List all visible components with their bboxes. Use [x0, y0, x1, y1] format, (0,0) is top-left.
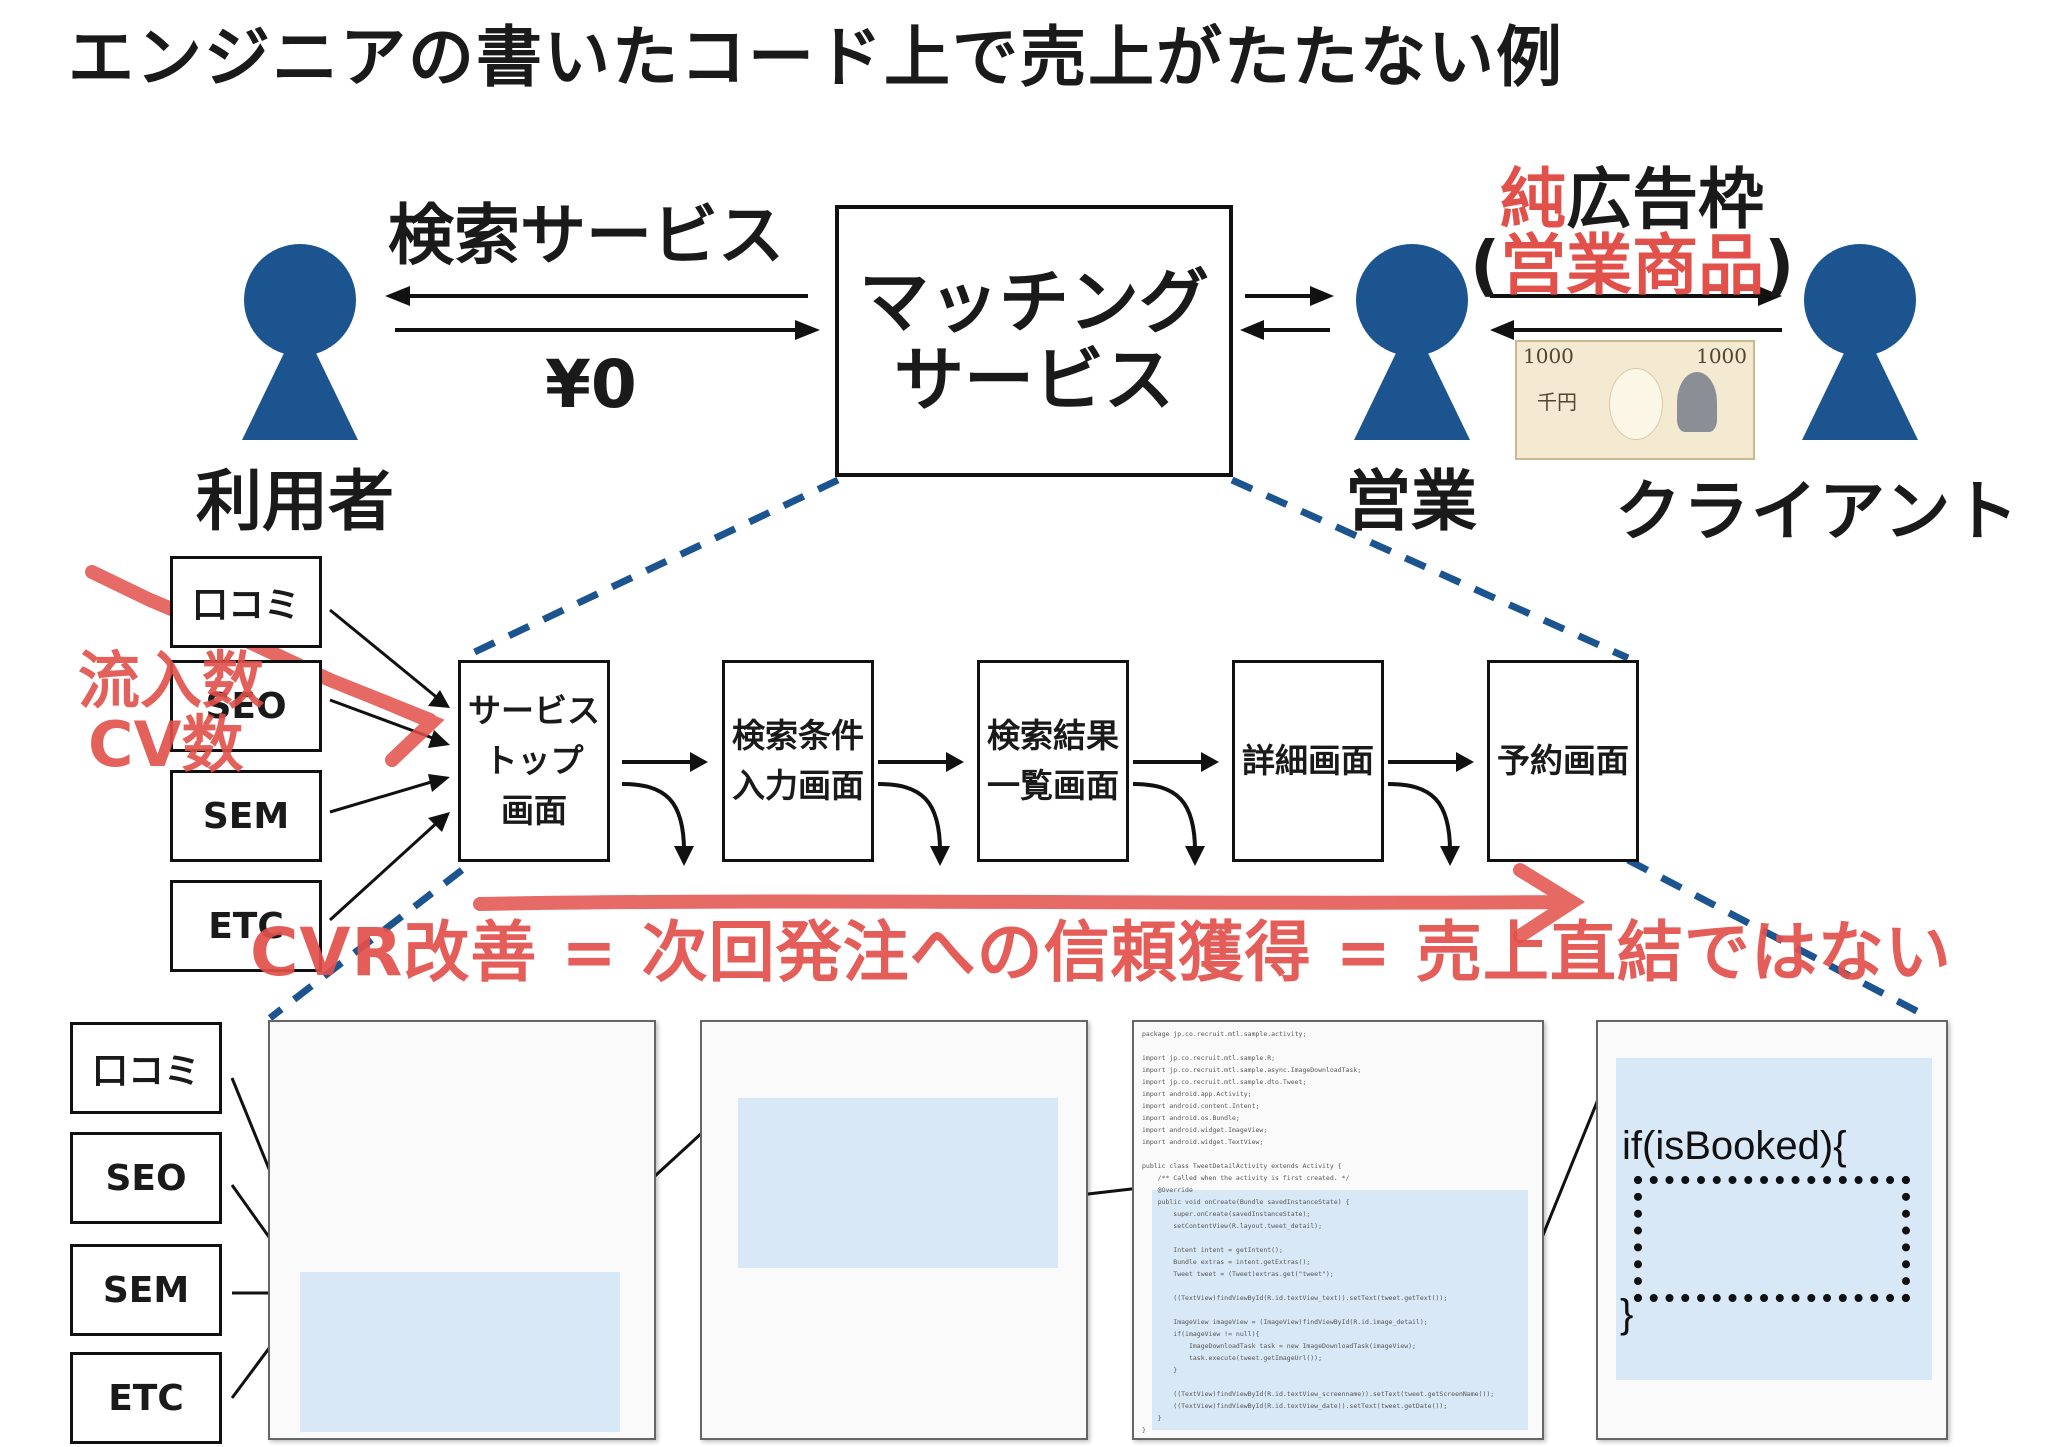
code-highlight	[738, 1098, 1058, 1268]
source-label: 口コミ	[191, 585, 300, 626]
source-box-etc: ETC	[170, 880, 322, 972]
sales-person-icon	[1354, 244, 1470, 440]
page-title: エンジニアの書いたコード上で売上がたたない例	[68, 19, 1564, 96]
source-box-sem: SEM	[170, 770, 322, 862]
screen-search-results: 検索結果 一覧画面	[977, 660, 1129, 862]
sales-label: 営業	[1345, 463, 1477, 540]
paren-close: )	[1764, 227, 1795, 304]
cvr-banner: CVR改善 = 次回発注への信頼獲得 = 売上直結ではない	[250, 914, 1952, 991]
price-zero-label: ¥0	[545, 346, 637, 423]
source-label: ETC	[108, 1377, 184, 1419]
matching-service-box: マッチング サービス	[835, 205, 1233, 477]
code-panel-3: package jp.co.recruit.mtl.sample.activit…	[1132, 1020, 1544, 1440]
ad-slot-prefix: 純	[1500, 161, 1566, 238]
cv-annotation: CV数	[88, 708, 244, 781]
source-box-sem-2: SEM	[70, 1244, 222, 1336]
screen-label: 一覧画面	[987, 766, 1119, 805]
screen-label: 検索結果	[987, 716, 1119, 755]
banknote-label: 千円	[1537, 390, 1577, 414]
source-box-kuchikomi: 口コミ	[170, 556, 322, 648]
screen-reservation: 予約画面	[1487, 660, 1639, 862]
screen-label: 検索条件	[732, 716, 864, 755]
code-panel-1	[268, 1020, 656, 1440]
code-highlight	[1616, 1058, 1932, 1380]
source-label: SEO	[105, 1157, 187, 1199]
screen-search-input: 検索条件 入力画面	[722, 660, 874, 862]
matching-line1: マッチング	[859, 261, 1209, 343]
search-service-label: 検索サービス	[388, 197, 784, 274]
source-label: SEM	[202, 795, 290, 837]
client-person-icon	[1802, 244, 1918, 440]
source-box-seo: SEO	[170, 660, 322, 752]
if-booked-code: if(isBooked){	[1622, 1124, 1847, 1168]
banknote-value-right: 1000	[1696, 344, 1747, 368]
paren-open: (	[1470, 227, 1501, 304]
source-box-etc-2: ETC	[70, 1352, 222, 1444]
code-close-brace: }	[1620, 1292, 1634, 1336]
banknote-value-left: 1000	[1523, 344, 1574, 368]
screen-label: 予約画面	[1497, 741, 1629, 780]
screen-label: 詳細画面	[1242, 741, 1374, 780]
source-label: 口コミ	[91, 1051, 200, 1092]
ad-product-label: (営業商品)	[1470, 212, 1794, 308]
user-label: 利用者	[196, 463, 394, 540]
source-box-kuchikomi-2: 口コミ	[70, 1022, 222, 1114]
booked-dotted-box	[1634, 1176, 1910, 1302]
screen-detail: 詳細画面	[1232, 660, 1384, 862]
source-label: SEO	[205, 685, 287, 727]
inflow-annotation: 流入数	[78, 644, 265, 717]
code-highlight	[1152, 1190, 1528, 1430]
client-label: クライアント	[1615, 473, 2021, 550]
ad-slot-label: 純広告枠	[1500, 146, 1764, 242]
code-panel-4: if(isBooked){ }	[1596, 1020, 1948, 1440]
ad-slot-text: 広告枠	[1566, 161, 1764, 238]
screen-label: 画面	[501, 791, 567, 830]
banknote-portrait	[1677, 372, 1717, 432]
screen-label: サービス	[468, 691, 600, 730]
code-text: package jp.co.recruit.mtl.sample.activit…	[1142, 1030, 1495, 1434]
source-box-seo-2: SEO	[70, 1132, 222, 1224]
screen-service-top: サービス トップ 画面	[458, 660, 610, 862]
screen-label: 入力画面	[732, 766, 864, 805]
code-panel-2	[700, 1020, 1088, 1440]
screen-label: トップ	[484, 741, 584, 780]
source-label: ETC	[208, 905, 284, 947]
banknote-icon: 1000 1000 千円	[1515, 340, 1755, 460]
source-label: SEM	[102, 1269, 190, 1311]
matching-line2: サービス	[894, 339, 1174, 421]
banknote-watermark	[1609, 368, 1663, 440]
user-person-icon	[242, 244, 358, 440]
code-highlight	[300, 1272, 620, 1432]
ad-product-text: 営業商品	[1500, 227, 1765, 304]
